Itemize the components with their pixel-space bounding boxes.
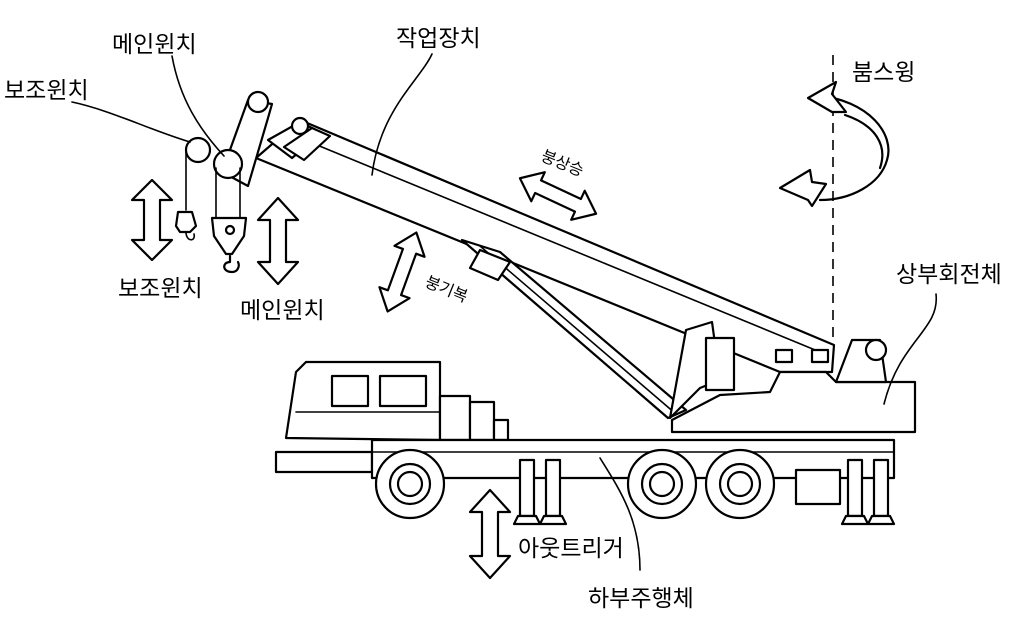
label-outrigger: 아웃트리거: [518, 536, 624, 562]
truck-carrier: [274, 360, 896, 520]
label-boom-swing: 붐스윙: [852, 60, 915, 86]
label-aux-winch-top: 보조윈치: [4, 78, 89, 104]
label-main-winch-top: 메인윈치: [112, 32, 197, 58]
outrigger-arrow: [468, 488, 512, 580]
label-aux-winch-bottom: 보조윈치: [118, 276, 203, 302]
boom-raise-arrow: [518, 171, 598, 221]
outriggers: [512, 458, 896, 526]
aux-winch-arrow: [130, 178, 174, 262]
main-winch-arrow: [256, 196, 300, 286]
leader-upper-body: [883, 293, 937, 405]
boom-luff-arrow: [378, 231, 426, 313]
label-work-device: 작업장치: [396, 26, 481, 52]
boom: [220, 90, 836, 374]
upper-slewing-body: [670, 338, 917, 434]
main-winch-hook: [210, 148, 248, 274]
label-boom-raise: 붕상승: [539, 146, 587, 180]
leader-lower-body: [599, 457, 641, 571]
aux-winch-hook: [174, 136, 212, 241]
leader-main-winch: [171, 55, 225, 157]
boom-swing-arrow: [778, 80, 890, 208]
luffing-cylinder: [460, 238, 736, 420]
label-upper-slewing-body: 상부회전체: [896, 262, 1002, 288]
leader-work-device: [371, 53, 433, 176]
label-lower-traveling-body: 하부주행체: [588, 586, 694, 612]
label-main-winch-bottom: 메인윈치: [240, 298, 325, 324]
leader-aux-winch: [71, 101, 191, 143]
label-boom-luff: 붕기복: [423, 272, 471, 306]
